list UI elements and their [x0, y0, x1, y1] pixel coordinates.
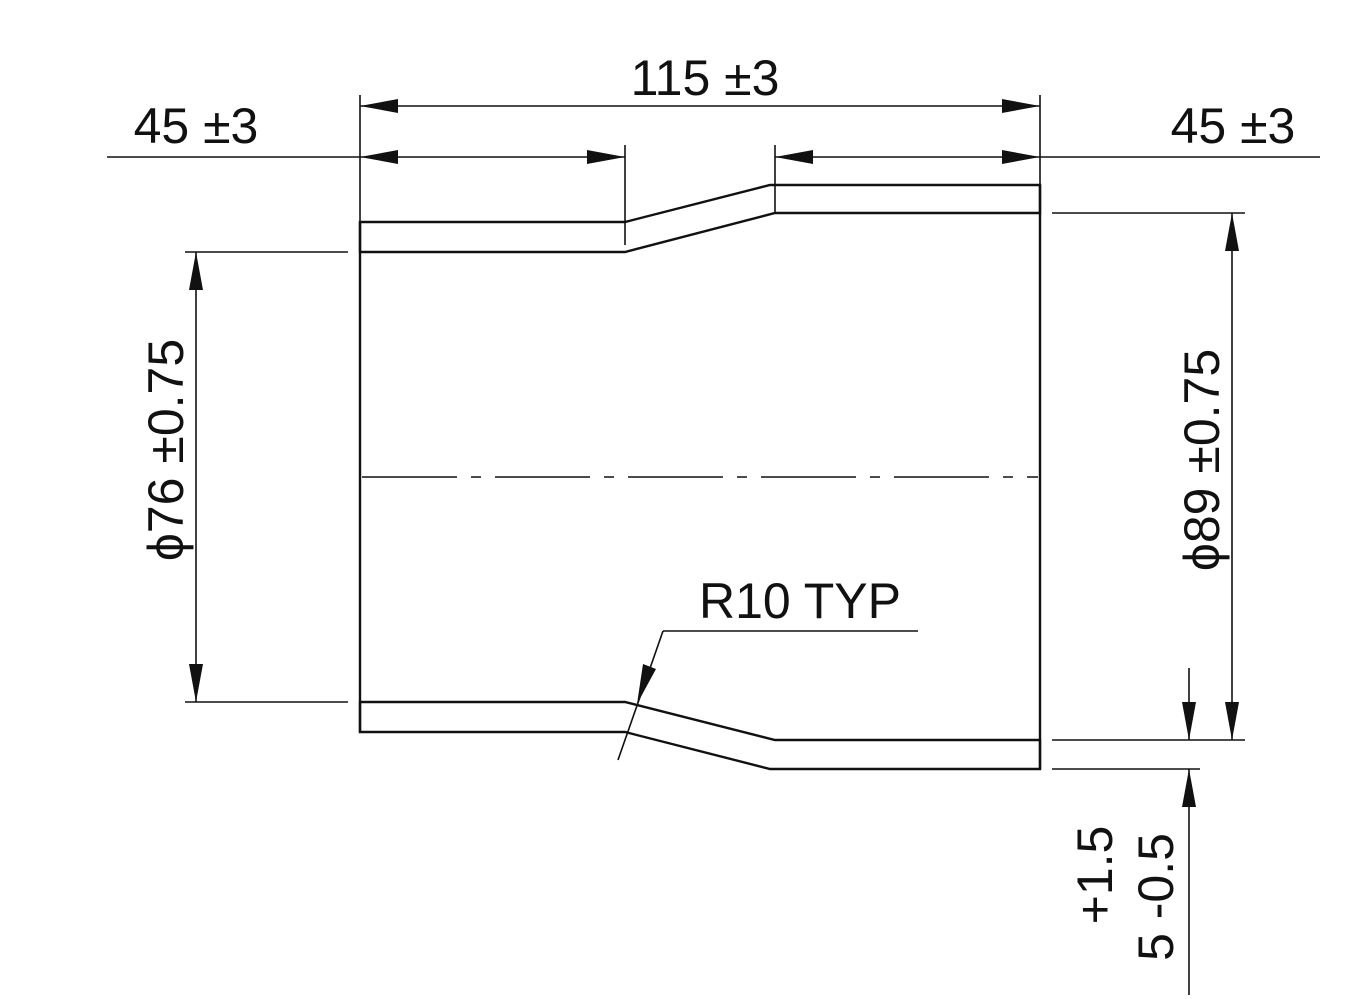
small-diameter-dimension: ϕ76 ±0.75	[138, 251, 348, 703]
radius-callout: R10 TYP	[617, 573, 918, 761]
overall-length-dimension: 115 ±3	[359, 50, 1041, 222]
overall-length-label: 115 ±3	[631, 50, 780, 106]
left-length-dimension: 45 ±3	[107, 98, 626, 245]
small-diameter-label: ϕ76 ±0.75	[138, 339, 194, 561]
right-length-dimension: 45 ±3	[774, 98, 1320, 213]
wall-thickness-dimension: +1.5 5 -0.5	[1052, 668, 1200, 995]
radius-label: R10 TYP	[699, 573, 901, 629]
large-diameter-label: ϕ89 ±0.75	[1174, 349, 1230, 571]
large-diameter-dimension: ϕ89 ±0.75	[1052, 212, 1245, 741]
wall-nominal-label: 5 -0.5	[1128, 833, 1184, 961]
bottom-wall-section	[358, 700, 1042, 771]
wall-upper-tolerance-label: +1.5	[1067, 826, 1123, 925]
right-length-label: 45 ±3	[1171, 98, 1296, 154]
part-outline	[358, 185, 1042, 769]
top-wall-section	[358, 183, 1042, 254]
left-length-label: 45 ±3	[134, 98, 259, 154]
